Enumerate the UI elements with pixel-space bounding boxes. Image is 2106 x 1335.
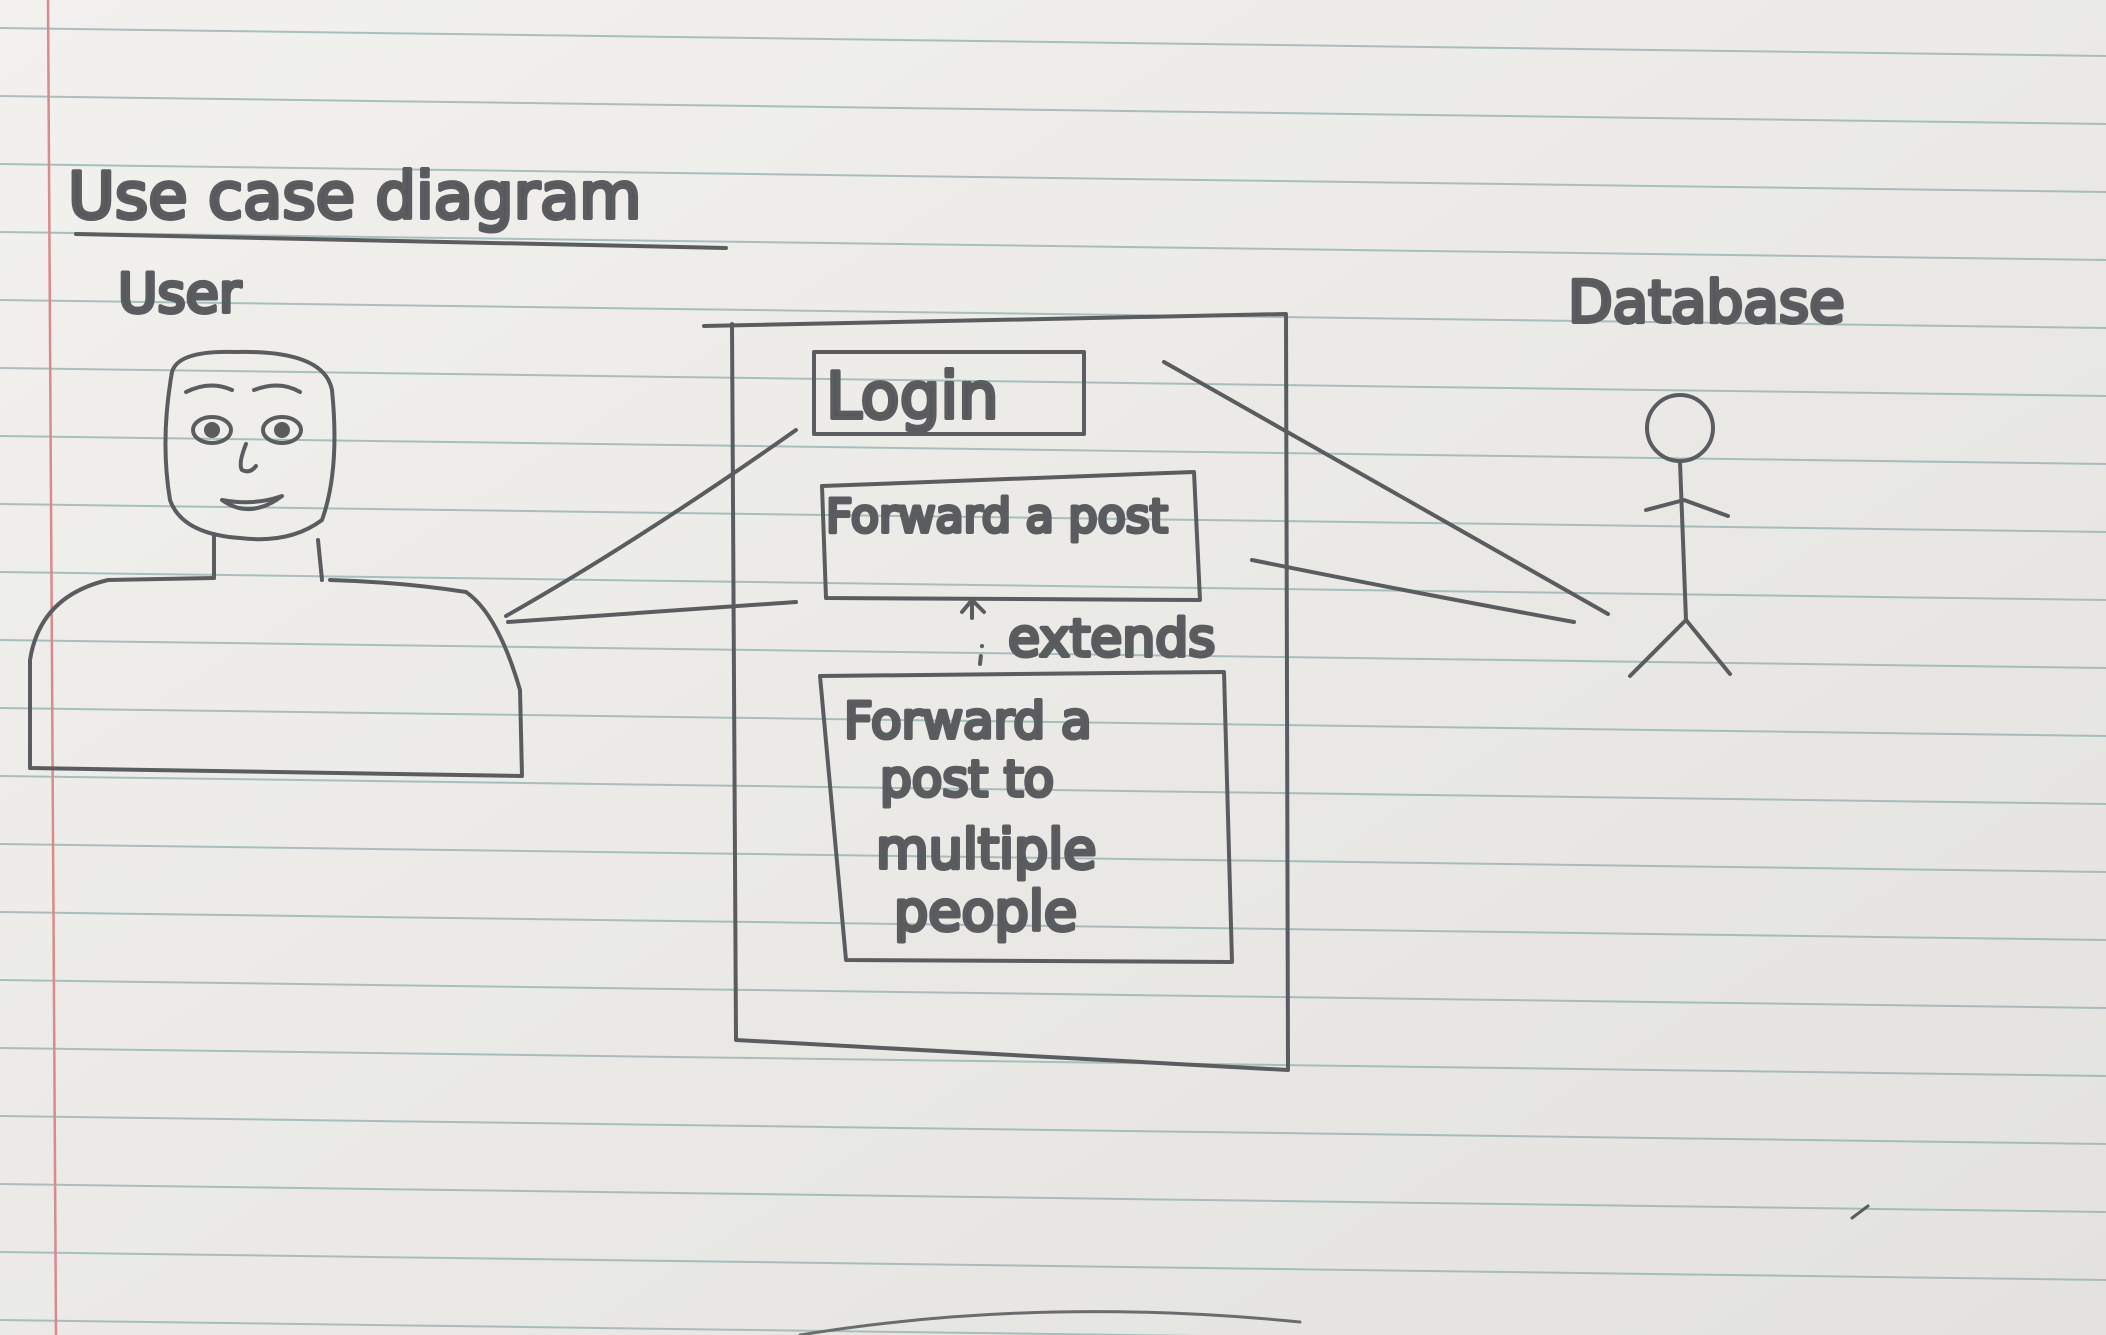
database-arms	[1644, 498, 1730, 518]
database-to-forward-post-association	[1250, 558, 1576, 624]
ruled-line	[0, 1319, 1204, 1335]
user-head	[163, 349, 337, 542]
user-right-eye	[261, 415, 303, 445]
forward-multiple-usecase-box	[818, 670, 1234, 964]
ruled-line	[0, 1115, 2106, 1145]
user-left-pupil	[204, 422, 220, 438]
user-actor-figure	[28, 349, 524, 778]
forward-multiple-line-2: post to	[880, 750, 1054, 808]
ruled-line	[0, 503, 2106, 533]
user-neck-right	[316, 538, 324, 582]
database-actor-label: Database	[1568, 268, 1845, 336]
extends-arrowhead	[960, 598, 986, 620]
ruled-line	[0, 299, 2106, 329]
margin-line	[46, 0, 58, 1335]
extends-label: extends	[1008, 609, 1215, 669]
ruled-lines	[0, 27, 2106, 1335]
forward-post-usecase-label: Forward a post	[826, 489, 1168, 543]
ruled-line	[0, 1183, 2106, 1213]
database-actor-figure	[1628, 393, 1732, 678]
ruled-line	[0, 1251, 2106, 1281]
ruled-line	[0, 979, 2106, 1009]
ruled-line	[0, 95, 2106, 125]
login-usecase-box	[812, 350, 1086, 436]
forward-multiple-line-4: people	[894, 880, 1077, 943]
title-underline	[74, 232, 728, 250]
user-actor-label: User	[118, 262, 242, 325]
ruled-line	[0, 639, 2106, 669]
ruled-line	[0, 367, 2106, 397]
system-boundary	[702, 312, 1290, 1072]
user-left-eye	[191, 415, 233, 445]
user-right-eyebrow	[252, 383, 302, 394]
ruled-line	[0, 231, 2106, 261]
database-right-leg	[1684, 618, 1732, 676]
ruled-line	[0, 1047, 2106, 1077]
ruled-line	[0, 911, 2106, 941]
user-nose	[238, 442, 258, 474]
ruled-line	[0, 163, 2106, 193]
database-torso	[1678, 460, 1688, 622]
database-left-leg	[1628, 618, 1688, 678]
ruled-line	[0, 707, 2106, 737]
diagram-title: Use case diagram	[68, 160, 642, 234]
ruled-line	[0, 775, 2106, 805]
user-left-eyebrow	[184, 383, 234, 394]
ruled-line	[0, 843, 2106, 873]
user-to-login-association	[504, 428, 798, 618]
database-to-login-association	[1162, 360, 1610, 616]
pencil-mark	[1850, 1204, 1870, 1220]
forward-multiple-line-3: multiple	[876, 818, 1097, 881]
user-right-pupil	[274, 422, 290, 438]
partial-sketch-bottom	[798, 1310, 1302, 1335]
extends-dependency-line	[978, 644, 984, 666]
ruled-line	[0, 571, 2106, 601]
ruled-line	[0, 435, 2106, 465]
forward-post-usecase-box	[820, 470, 1202, 602]
user-to-forward-post-association	[506, 600, 798, 624]
user-body	[28, 576, 524, 778]
ruled-line	[0, 27, 2106, 57]
forward-multiple-line-1: Forward a	[844, 692, 1092, 750]
login-usecase-label: Login	[826, 360, 999, 434]
user-mouth	[220, 494, 284, 512]
